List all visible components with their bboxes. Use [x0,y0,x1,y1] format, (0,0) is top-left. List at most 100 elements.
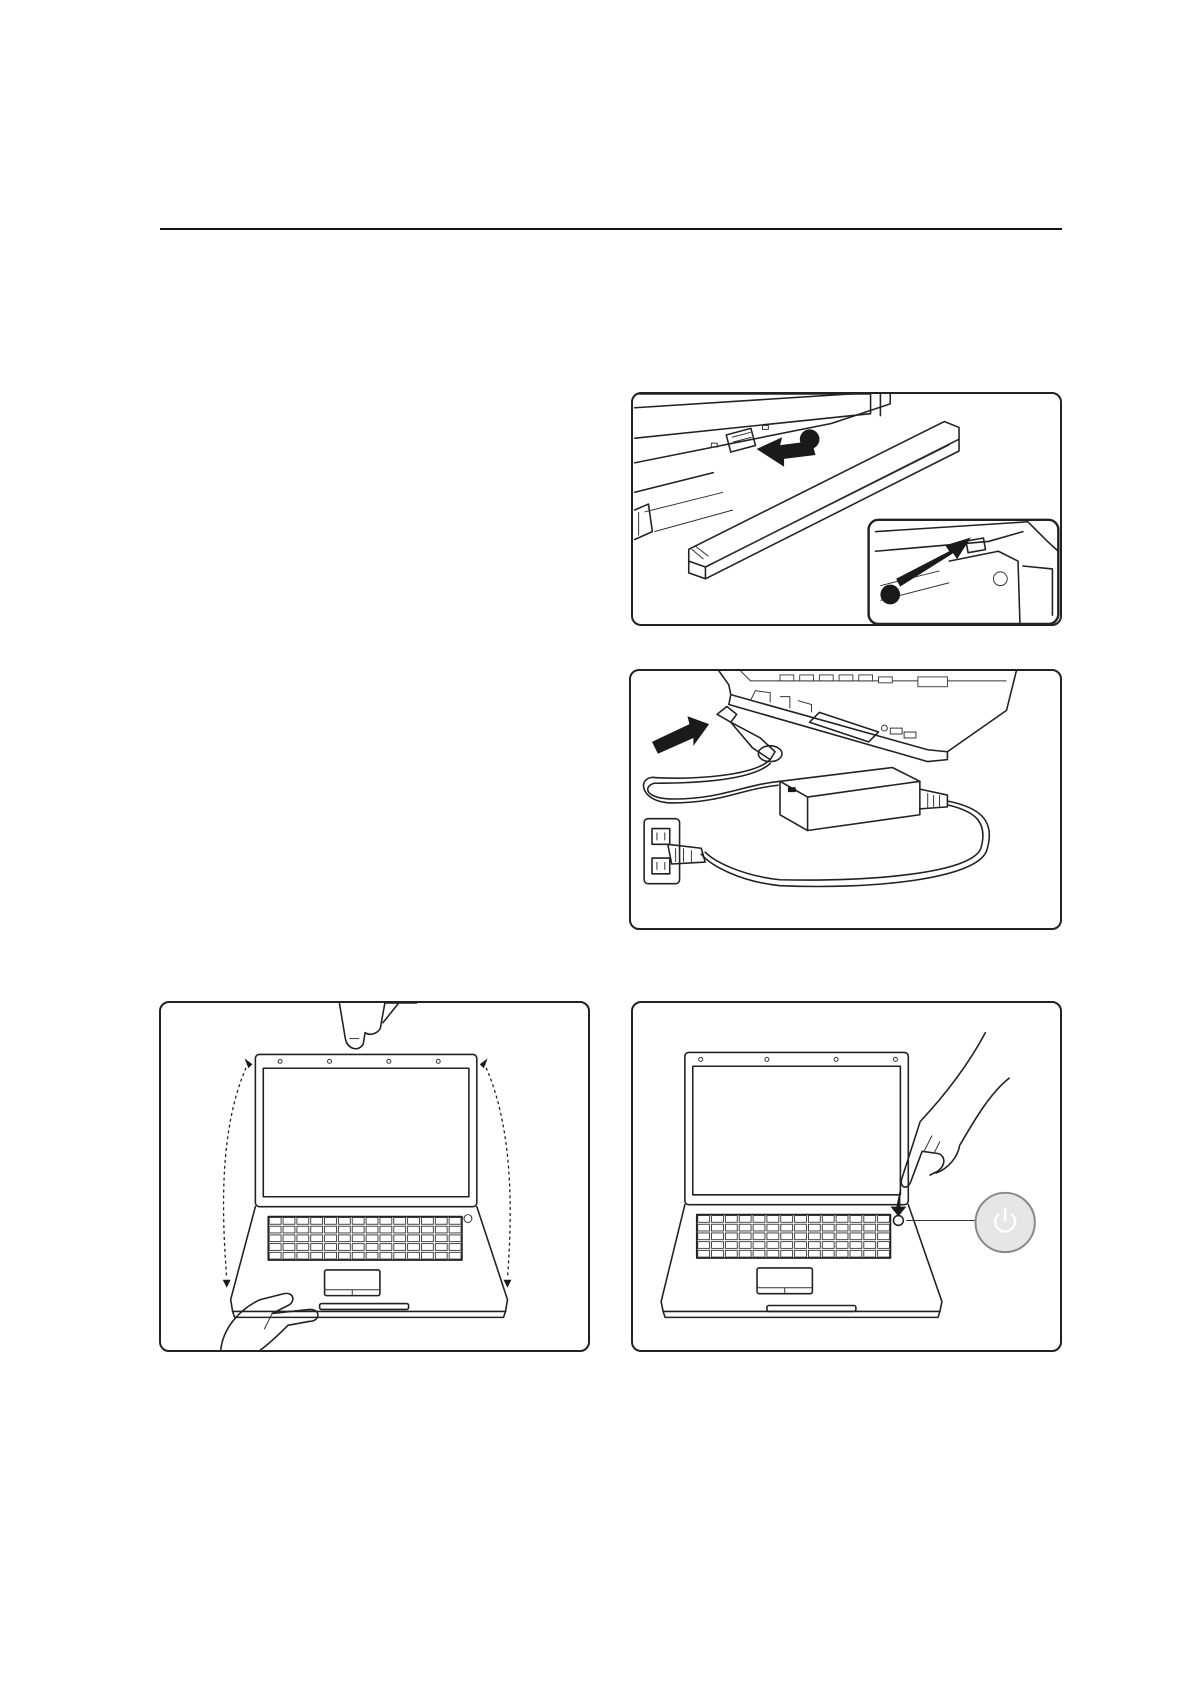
keyboard-key [338,1244,350,1251]
keyboard-key [850,1242,862,1249]
keyboard-key [850,1233,862,1240]
keyboard-key [698,1233,710,1240]
keyboard-key [366,1244,378,1251]
keyboard-key [269,1218,281,1225]
keyboard-key [836,1224,848,1231]
keyboard-key [739,1250,751,1257]
connect-ac-adapter-illustration [629,669,1062,930]
keyboard-key [352,1252,364,1259]
keyboard-key [836,1242,848,1249]
keyboard-key [850,1216,862,1223]
keyboard-key [850,1250,862,1257]
keyboard-key [394,1235,406,1242]
latch-inset [869,520,1059,624]
keyboard-key [808,1216,820,1223]
keyboard-key [698,1242,710,1249]
keyboard-key [822,1216,834,1223]
keyboard-key [725,1250,737,1257]
keyboard-key [311,1235,323,1242]
keyboard-key [352,1226,364,1233]
keyboard-key [739,1216,751,1223]
keyboard-key [739,1242,751,1249]
keyboard-key [366,1252,378,1259]
keyboard-key [808,1233,820,1240]
keyboard-key [408,1244,420,1251]
open-display-drawing [161,1003,588,1350]
keyboard-key [836,1233,848,1240]
step-marker-2-icon [880,585,900,605]
keyboard-key [325,1244,337,1251]
keyboard-key [795,1216,807,1223]
keyboard-key [435,1244,447,1251]
keyboard-key [878,1224,890,1231]
keyboard-key [725,1216,737,1223]
keyboard-key [311,1244,323,1251]
keyboard-key [781,1242,793,1249]
keyboard-key [739,1224,751,1231]
keyboard-key [269,1226,281,1233]
keyboard-key [878,1250,890,1257]
keyboard-key [394,1218,406,1225]
keyboard-key [781,1250,793,1257]
keyboard-key [808,1224,820,1231]
keyboard-key [421,1252,433,1259]
keyboard-key [283,1244,295,1251]
keyboard-key [449,1244,461,1251]
keyboard-key [380,1252,392,1259]
keyboard-key [269,1235,281,1242]
keyboard-key [366,1226,378,1233]
keyboard-key [712,1216,724,1223]
keyboard-key [822,1233,834,1240]
keyboard-key [366,1218,378,1225]
keyboard-key [795,1250,807,1257]
keyboard-key [781,1233,793,1240]
keyboard-key [352,1244,364,1251]
power-on-illustration [631,1001,1062,1352]
keyboard-key [864,1250,876,1257]
arrow-icon [652,716,709,753]
keyboard-key [283,1226,295,1233]
keyboard-key [352,1218,364,1225]
keyboard-key [822,1242,834,1249]
keyboard-key [795,1233,807,1240]
keyboard-key [753,1250,765,1257]
keyboard-key [297,1252,309,1259]
keyboard-key [394,1244,406,1251]
keyboard-key [753,1216,765,1223]
keyboard-key [795,1242,807,1249]
keyboard-key [822,1224,834,1231]
keyboard-key [864,1242,876,1249]
keyboard-key [767,1242,779,1249]
keyboard-key [325,1226,337,1233]
keyboard-key [864,1216,876,1223]
dc-plug-icon [717,706,782,761]
keyboard-key [753,1242,765,1249]
keyboard-key [698,1250,710,1257]
keyboard-key [850,1224,862,1231]
keyboard-key [421,1235,433,1242]
keyboard-key [725,1224,737,1231]
keyboard-key [836,1216,848,1223]
keyboard-key [366,1235,378,1242]
keyboard-key [435,1235,447,1242]
keyboard-key [712,1233,724,1240]
arrow-icon [890,1187,906,1217]
keyboard-key [283,1218,295,1225]
keyboard-key [380,1218,392,1225]
keyboard-key [449,1226,461,1233]
keyboard-key [421,1218,433,1225]
keyboard-key [394,1226,406,1233]
laptop-icon [231,1054,508,1317]
keyboard-key [435,1218,447,1225]
keyboard-key [864,1233,876,1240]
keyboard-key [338,1252,350,1259]
keyboard-key [449,1235,461,1242]
keyboard-key [781,1224,793,1231]
battery-drawing [633,394,1060,624]
keyboard-key [380,1226,392,1233]
keyboard-key [380,1244,392,1251]
keyboard-key [864,1224,876,1231]
keyboard-key [767,1224,779,1231]
keyboard-key [338,1235,350,1242]
keyboard-key [795,1224,807,1231]
